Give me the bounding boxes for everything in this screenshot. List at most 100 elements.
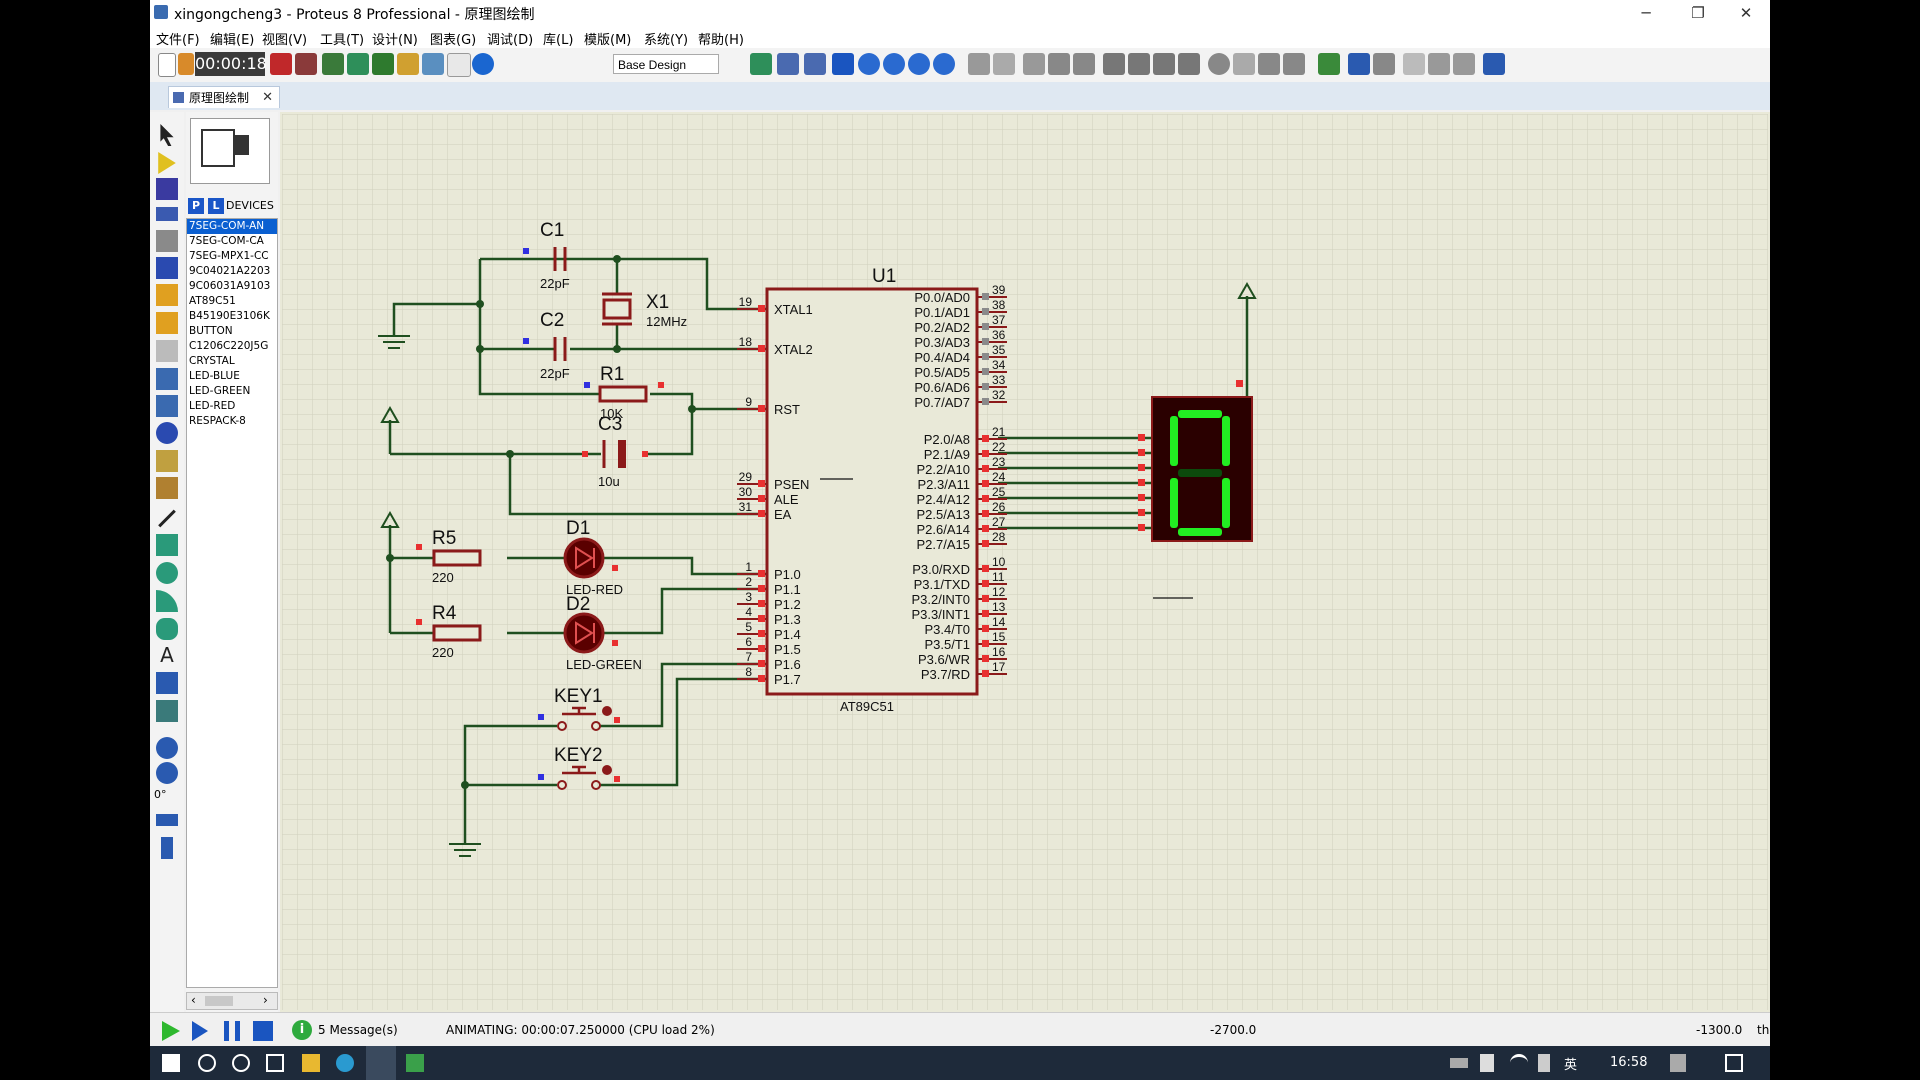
exit-parent-icon[interactable] <box>1453 53 1475 75</box>
chip-icon[interactable] <box>295 53 317 75</box>
doc-icon[interactable] <box>447 53 471 77</box>
stop-icon[interactable] <box>253 1021 273 1041</box>
remove-sheet-icon[interactable] <box>1428 53 1450 75</box>
rotate-anticlockwise-icon[interactable] <box>156 762 178 784</box>
device-item[interactable]: AT89C51 <box>189 295 236 307</box>
terminals-mode-icon[interactable] <box>156 312 178 334</box>
device-item[interactable]: 7SEG-MPX1-CC <box>189 250 269 262</box>
tape-recorder-icon[interactable] <box>156 395 178 417</box>
device-item[interactable]: 7SEG-COM-CA <box>189 235 264 247</box>
search-icon[interactable] <box>198 1054 216 1072</box>
zoom-selection-icon[interactable] <box>933 53 955 75</box>
button-key2[interactable]: KEY2 <box>538 745 620 790</box>
windows-start-icon[interactable] <box>162 1054 180 1072</box>
device-list[interactable]: 7SEG-COM-AN 7SEG-COM-CA 7SEG-MPX1-CC 9C0… <box>186 218 278 988</box>
led-d2[interactable]: D2 LED-GREEN <box>563 594 642 672</box>
rotate-clockwise-icon[interactable] <box>156 737 178 759</box>
block-copy-icon[interactable] <box>1103 53 1125 75</box>
generator-mode-icon[interactable] <box>156 422 178 444</box>
zoom-area-icon[interactable] <box>347 53 369 75</box>
wire-label-mode-icon[interactable] <box>156 207 178 221</box>
property-assign-icon[interactable] <box>1373 53 1395 75</box>
bluetooth-icon[interactable] <box>1480 1054 1494 1072</box>
capacitor-c2[interactable]: C2 22pF <box>523 310 570 381</box>
ime-language[interactable]: 英 <box>1564 1058 1578 1073</box>
wifi-icon[interactable] <box>1510 1054 1528 1072</box>
component-mode-icon[interactable] <box>158 152 176 174</box>
scroll-left-icon[interactable]: ‹ <box>191 993 196 1007</box>
undo-icon[interactable] <box>968 53 990 75</box>
menu-tools[interactable]: 工具(T) <box>320 33 365 48</box>
tab-close-icon[interactable]: ✕ <box>262 90 273 105</box>
pan-icon[interactable] <box>832 53 854 75</box>
paste-icon[interactable] <box>1073 53 1095 75</box>
voltage-probe-icon[interactable] <box>156 450 178 472</box>
make-device-icon[interactable] <box>1233 53 1255 75</box>
cut-icon[interactable] <box>1023 53 1045 75</box>
crystal-x1[interactable]: X1 12MHz <box>602 292 687 329</box>
pick-device-button[interactable]: P <box>188 198 204 214</box>
menu-graph[interactable]: 图表(G) <box>430 33 477 48</box>
menu-edit[interactable]: 编辑(E) <box>210 33 255 48</box>
selection-mode-icon[interactable] <box>160 124 174 146</box>
circle-mode-icon[interactable] <box>156 562 178 584</box>
scroll-thumb[interactable] <box>205 996 233 1006</box>
close-button[interactable]: ✕ <box>1739 4 1753 22</box>
info-icon[interactable]: i <box>292 1020 312 1040</box>
help-icon[interactable] <box>472 53 494 75</box>
decompose-icon[interactable] <box>1283 53 1305 75</box>
library-button[interactable]: L <box>208 198 224 214</box>
task-view-icon[interactable] <box>266 1054 284 1072</box>
open-file-icon[interactable] <box>178 53 194 75</box>
graph-mode-icon[interactable] <box>156 368 178 390</box>
package-tool-icon[interactable] <box>1258 53 1280 75</box>
box-mode-icon[interactable] <box>156 534 178 556</box>
electrical-check-icon[interactable] <box>1483 53 1505 75</box>
grid-icon[interactable] <box>777 53 799 75</box>
marker-mode-icon[interactable] <box>156 700 178 722</box>
back-icon[interactable] <box>322 53 344 75</box>
cortana-icon[interactable] <box>232 1054 250 1072</box>
device-item[interactable]: C1206C220J5G <box>189 340 269 352</box>
zoom-in-icon[interactable] <box>858 53 880 75</box>
symbol-mode-icon[interactable] <box>156 672 178 694</box>
block-delete-icon[interactable] <box>1178 53 1200 75</box>
wire-autoroute-icon[interactable] <box>1318 53 1340 75</box>
device-item[interactable]: CRYSTAL <box>189 355 235 367</box>
zoom-out-icon[interactable] <box>883 53 905 75</box>
device-item[interactable]: B45190E3106K <box>189 310 270 322</box>
bus-mode-icon[interactable] <box>156 257 178 279</box>
notification-icon[interactable] <box>1725 1054 1743 1072</box>
netlist-icon[interactable] <box>372 53 394 75</box>
design-select[interactable]: Base Design <box>613 54 719 74</box>
search-icon[interactable] <box>1348 53 1370 75</box>
device-list-scrollbar[interactable]: ‹ › <box>186 992 278 1010</box>
resistor-r4[interactable]: R4 220 <box>416 603 482 660</box>
block-move-icon[interactable] <box>1128 53 1150 75</box>
volume-icon[interactable] <box>1538 1054 1550 1072</box>
menu-file[interactable]: 文件(F) <box>156 33 200 48</box>
refresh-icon[interactable] <box>750 53 772 75</box>
play-icon[interactable] <box>162 1021 180 1041</box>
new-sheet-icon[interactable] <box>1403 53 1425 75</box>
schematic-drawing[interactable]: C1 22pF C2 22pF X1 12MHz R <box>282 114 1768 1010</box>
text-mode-icon[interactable]: A <box>160 643 174 667</box>
device-item[interactable]: 9C04021A2203 <box>189 265 271 277</box>
device-item[interactable]: 7SEG-COM-AN <box>187 219 277 234</box>
button-key1[interactable]: KEY1 <box>538 686 620 731</box>
source-icon[interactable] <box>422 53 444 75</box>
device-item[interactable]: 9C06031A9103 <box>189 280 271 292</box>
mirror-horizontal-icon[interactable] <box>156 814 178 826</box>
device-item[interactable]: LED-RED <box>189 400 236 412</box>
copy-icon[interactable] <box>1048 53 1070 75</box>
line-mode-icon[interactable] <box>158 509 176 528</box>
menu-view[interactable]: 视图(V) <box>262 33 308 48</box>
menu-system[interactable]: 系统(Y) <box>644 33 689 48</box>
capacitor-c1[interactable]: C1 22pF <box>523 220 570 291</box>
edge-icon[interactable] <box>336 1054 354 1072</box>
pick-device-icon[interactable] <box>1208 53 1230 75</box>
path-mode-icon[interactable] <box>156 618 178 640</box>
seven-segment-display[interactable] <box>1138 380 1253 542</box>
text-script-mode-icon[interactable] <box>156 230 178 252</box>
